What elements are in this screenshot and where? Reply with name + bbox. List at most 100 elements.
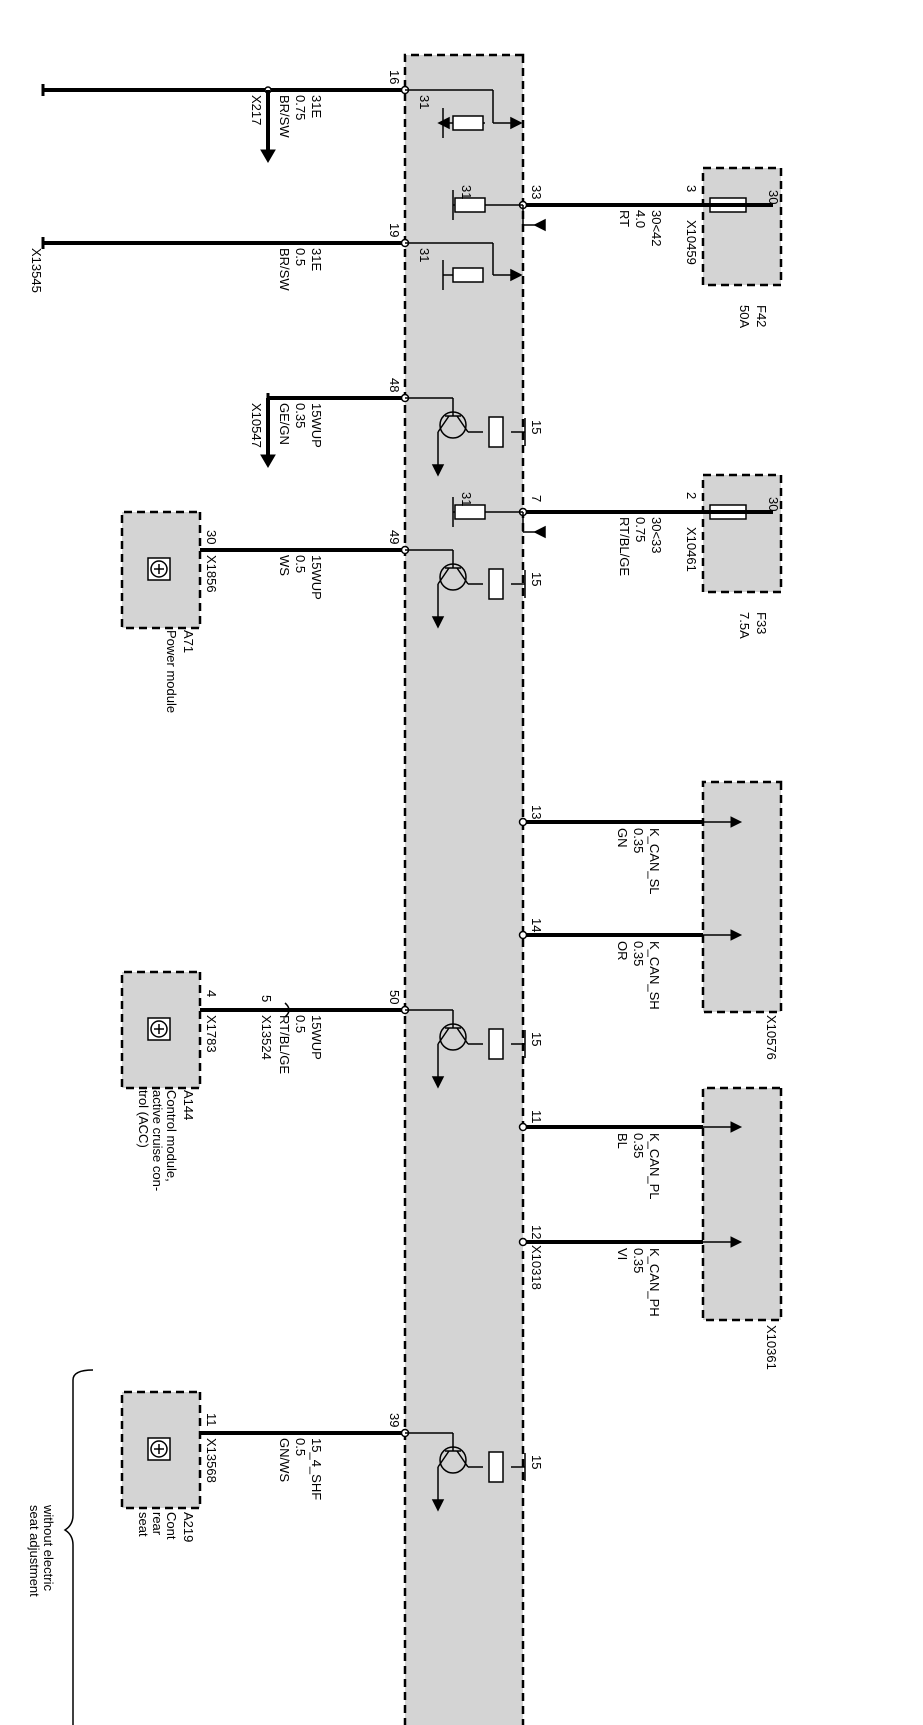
module-desc: Power module bbox=[164, 630, 179, 714]
fuse-wire-2: 0.75 bbox=[633, 517, 648, 543]
can-pin: 12 bbox=[529, 1225, 544, 1240]
fuse-wire-2: 4.0 bbox=[633, 210, 648, 229]
fuse-wire-1: 30<33 bbox=[649, 517, 664, 554]
can-connector-label: X10318 bbox=[529, 1245, 544, 1290]
module-id: A219 bbox=[181, 1512, 196, 1543]
rail-pin: 48 bbox=[387, 378, 402, 393]
module-pin-7: 7 bbox=[529, 495, 544, 503]
rail-color: WS bbox=[277, 555, 292, 576]
fuse-name: F42 bbox=[754, 305, 769, 328]
rail-color: GN/WS bbox=[277, 1438, 292, 1483]
can-size: 0.35 bbox=[631, 1133, 646, 1159]
can-pin: 11 bbox=[529, 1110, 544, 1124]
can-wires bbox=[518, 816, 743, 1248]
ground-label-1: 31 bbox=[459, 185, 474, 200]
can-color: BL bbox=[615, 1133, 630, 1149]
fuse-rating: 50A bbox=[737, 305, 752, 329]
can-size: 0.35 bbox=[631, 1248, 646, 1274]
fuse-conn: X10459 bbox=[684, 220, 699, 265]
rail-signal: 15WUP bbox=[309, 1015, 324, 1060]
can-color: OR bbox=[615, 941, 630, 961]
fuse-name: F33 bbox=[754, 612, 769, 635]
rail-pin: 16 bbox=[387, 70, 402, 85]
rail-color: BR/SW bbox=[277, 95, 292, 138]
rail-end-pin: 11 bbox=[204, 1413, 219, 1427]
internal-resistor-7 bbox=[452, 497, 546, 539]
can-signal: K_CAN_SL bbox=[647, 828, 662, 895]
rail-end: X1856 bbox=[204, 555, 219, 593]
module-id: A71 bbox=[181, 630, 196, 654]
fuse-wire-3: RT/BL/GE bbox=[617, 517, 632, 577]
rail-pin: 50 bbox=[387, 990, 402, 1005]
rail-end-pin: 30 bbox=[204, 530, 219, 545]
transistor-39 bbox=[405, 1432, 526, 1512]
ground-label-2: 31 bbox=[459, 492, 474, 507]
fuse-box-f42 bbox=[701, 166, 783, 287]
variant-brace bbox=[63, 1369, 94, 1725]
rail-end: X13568 bbox=[204, 1438, 219, 1483]
ground-label: 31 bbox=[417, 248, 432, 263]
internal-ground-16 bbox=[405, 89, 523, 138]
fuse-pin: 2 bbox=[684, 492, 699, 500]
rail-size: 0.75 bbox=[293, 95, 308, 121]
rail-size: 0.5 bbox=[293, 555, 308, 574]
fuse-in-label: 30 bbox=[766, 497, 781, 512]
fuse-conn: X10461 bbox=[684, 527, 699, 572]
rail-wires bbox=[41, 84, 410, 1438]
can-signal: K_CAN_PL bbox=[647, 1133, 662, 1200]
transistor-label: 15 bbox=[529, 420, 544, 435]
can-box-1 bbox=[701, 780, 783, 1014]
transistor-label: 15 bbox=[529, 1032, 544, 1047]
rail-end: X10547 bbox=[249, 403, 264, 448]
can-signal: K_CAN_PH bbox=[647, 1248, 662, 1317]
rail-end-pin: 4 bbox=[204, 990, 219, 998]
can-pin: 13 bbox=[529, 805, 544, 820]
can-signal: K_CAN_SH bbox=[647, 941, 662, 1010]
module-symbol-a219 bbox=[147, 1437, 171, 1461]
module-symbol-a71 bbox=[147, 557, 171, 581]
rail-signal: 15_4_SHF bbox=[309, 1438, 324, 1501]
rail-mid: X13524 bbox=[259, 1015, 274, 1060]
rail-pin: 19 bbox=[387, 223, 402, 238]
module-id: A144 bbox=[181, 1090, 196, 1121]
fuse-rating: 7.5A bbox=[737, 612, 752, 639]
ground-label: 31 bbox=[417, 95, 432, 110]
rail-size: 0.5 bbox=[293, 248, 308, 267]
rail-signal: 15WUP bbox=[309, 403, 324, 448]
rail-signal: 31E bbox=[309, 95, 324, 119]
module-desc: Control module, active cruise con- trol … bbox=[136, 1090, 179, 1192]
fuse-wire-1: 30<42 bbox=[649, 210, 664, 247]
internal-resistor-33 bbox=[452, 190, 546, 232]
internal-ground-19 bbox=[405, 242, 523, 290]
rail-size: 0.5 bbox=[293, 1015, 308, 1034]
rail-color: RT/BL/GE bbox=[277, 1015, 292, 1075]
can-size: 0.35 bbox=[631, 828, 646, 854]
module-desc: Cont rear seat bbox=[136, 1512, 179, 1540]
rail-pin: 39 bbox=[387, 1413, 402, 1428]
fuse-pin: 3 bbox=[684, 185, 699, 193]
rail-signal: 15WUP bbox=[309, 555, 324, 600]
transistor-49 bbox=[405, 549, 526, 629]
rail-size: 0.5 bbox=[293, 1438, 308, 1457]
transistor-50 bbox=[405, 1009, 526, 1089]
module-pin-33: 33 bbox=[529, 185, 544, 200]
can-connector-label: X10361 bbox=[764, 1325, 779, 1370]
can-box-2 bbox=[701, 1086, 783, 1322]
rail-pin: 49 bbox=[387, 530, 402, 545]
rail-end: X217 bbox=[249, 95, 264, 126]
transistor-label: 15 bbox=[529, 572, 544, 587]
can-color: GN bbox=[615, 828, 630, 848]
fuse-wire-3: RT bbox=[617, 210, 632, 228]
rail-mid-pin: 5 bbox=[259, 995, 274, 1003]
fuse-box-f33 bbox=[701, 473, 783, 594]
rail-signal: 31E bbox=[309, 248, 324, 272]
rail-color: BR/SW bbox=[277, 248, 292, 291]
rail-end: X1783 bbox=[204, 1015, 219, 1053]
rail-color: GE/GN bbox=[277, 403, 292, 445]
control-unit-box bbox=[403, 53, 525, 1725]
fuse-in-label: 30 bbox=[766, 190, 781, 205]
rail-end: X13545 bbox=[29, 248, 44, 293]
can-connector-label: X10576 bbox=[764, 1015, 779, 1060]
